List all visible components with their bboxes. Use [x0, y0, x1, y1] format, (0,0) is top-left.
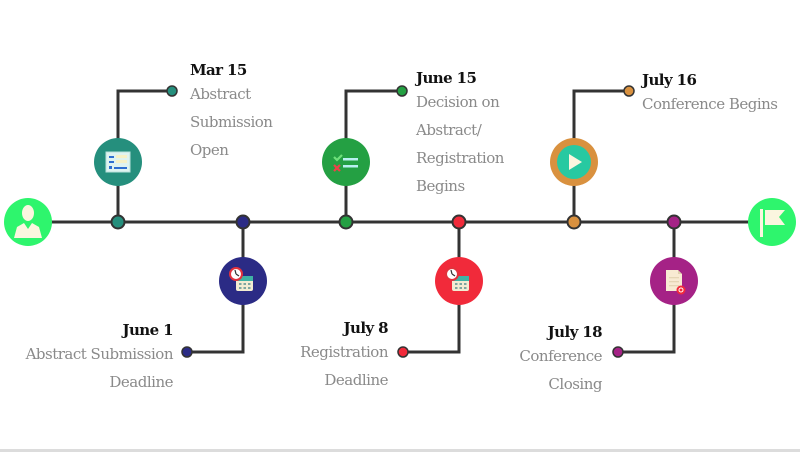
event-date: July 16	[642, 71, 697, 89]
play-icon	[569, 154, 582, 170]
flag-icon	[760, 209, 785, 237]
axis-marker	[110, 214, 126, 230]
event-label-mar15: Mar 15 Abstract Submission Open	[190, 60, 273, 164]
event-desc-line: Conference	[519, 347, 602, 365]
clock-calendar-icon	[229, 267, 253, 291]
axis-marker	[566, 214, 582, 230]
axis-marker	[338, 214, 354, 230]
event-node	[219, 257, 267, 305]
event-label-july16: July 16 Conference Begins	[642, 70, 778, 118]
event-desc-line: Conference Begins	[642, 95, 778, 113]
event-node	[550, 138, 598, 186]
document-icon	[666, 270, 686, 295]
event-node	[94, 138, 142, 186]
form-list-icon	[105, 151, 131, 173]
event-date: June 1	[122, 321, 173, 339]
end-node	[748, 198, 796, 246]
clock-calendar-icon	[445, 267, 469, 291]
event-date: June 15	[416, 69, 477, 87]
person-icon	[14, 205, 42, 238]
event-desc-line: Abstract Submission	[25, 345, 174, 363]
event-date: July 8	[343, 319, 389, 337]
event-desc-line: Abstract	[190, 85, 251, 103]
event-label-july18: July 18 Conference Closing	[519, 322, 602, 398]
event-label-june1: June 1 Abstract Submission Deadline	[25, 320, 174, 396]
event-label-june15: June 15 Decision on Abstract/ Registrati…	[416, 68, 504, 200]
axis-marker	[235, 214, 251, 230]
connector-end-dot	[181, 346, 193, 358]
event-desc-line: Registration	[300, 343, 388, 361]
event-desc-line: Open	[190, 141, 229, 159]
bottom-divider	[0, 449, 800, 452]
event-desc-line: Decision on	[416, 93, 500, 111]
connector-end-dot	[166, 85, 178, 97]
event-date: Mar 15	[190, 61, 247, 79]
event-node	[435, 257, 483, 305]
event-desc-line: Deadline	[324, 371, 388, 389]
start-node	[4, 198, 52, 246]
axis-marker	[666, 214, 682, 230]
event-desc-line: Submission	[190, 113, 273, 131]
event-node	[650, 257, 698, 305]
connector-end-dot	[397, 346, 409, 358]
event-node	[322, 138, 370, 186]
event-desc-line: Closing	[548, 375, 602, 393]
event-desc-line: Deadline	[109, 373, 173, 391]
event-label-july8: July 8 Registration Deadline	[300, 318, 389, 394]
axis-marker	[451, 214, 467, 230]
connector-end-dot	[623, 85, 635, 97]
checklist-icon	[333, 154, 358, 172]
connector-end-dot	[612, 346, 624, 358]
event-date: July 18	[547, 323, 603, 341]
event-desc-line: Begins	[416, 177, 465, 195]
event-desc-line: Abstract/	[416, 121, 482, 139]
connector-end-dot	[396, 85, 408, 97]
event-desc-line: Registration	[416, 149, 504, 167]
